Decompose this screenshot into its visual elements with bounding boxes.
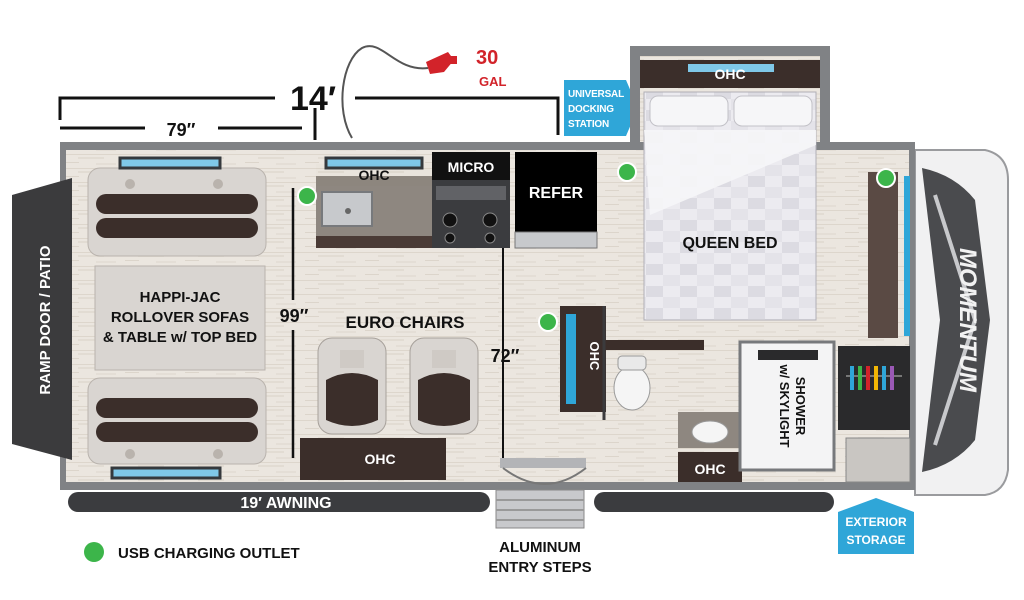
kitchen-width-label: 72″ (491, 346, 520, 366)
toilet (613, 355, 651, 411)
fuel-hose (341, 45, 429, 139)
queen-bed: OHC QUEEN BED (640, 60, 820, 321)
sofa-rear-bottom (87, 377, 267, 465)
docking-line-2: DOCKING (568, 104, 614, 115)
sofa-length-label: 79″ (167, 120, 196, 140)
docking-station-callout: UNIVERSAL DOCKING STATION (564, 80, 638, 136)
bath-partition: OHC (560, 306, 704, 420)
sofa-table-bed: HAPPI-JAC ROLLOVER SOFAS & TABLE w/ TOP … (94, 265, 266, 371)
front-cap: MOMENTUM (914, 149, 1009, 496)
usb-legend-label: USB CHARGING OUTLET (118, 545, 300, 562)
microwave-range[interactable]: MICRO (432, 152, 510, 248)
awning-label: 19′ AWNING (240, 495, 331, 512)
usb-outlet-bath (538, 312, 558, 332)
entry-steps-line-1: ALUMINUM (499, 539, 581, 556)
queen-bed-label: QUEEN BED (682, 235, 777, 252)
sofa-label-line-2: ROLLOVER SOFAS (111, 309, 249, 326)
fuel-amount: 30 (476, 47, 498, 69)
entry-steps-line-2: ENTRY STEPS (488, 559, 591, 576)
entry-steps[interactable] (495, 489, 585, 529)
ohc-bath-label: OHC (587, 342, 602, 372)
wardrobe (838, 346, 911, 483)
shower-line-2: w/ SKYLIGHT (777, 363, 792, 447)
sofa-label-line-1: HAPPI-JAC (140, 289, 221, 306)
sofa-label-line-3: & TABLE w/ TOP BED (103, 329, 257, 346)
ohc-vanity-label: OHC (694, 461, 725, 477)
awning: 19′ AWNING (68, 492, 834, 512)
micro-label: MICRO (448, 159, 495, 175)
kitchen-counter (316, 176, 432, 248)
skylight-rear-bottom (110, 466, 222, 480)
exterior-storage-callout: EXTERIOR STORAGE (838, 498, 914, 554)
dimension-overall (58, 96, 560, 140)
euro-chair-left (317, 337, 387, 435)
docking-line-1: UNIVERSAL (568, 89, 624, 100)
shower: SHOWER w/ SKYLIGHT (738, 340, 836, 472)
docking-line-3: STATION (568, 119, 609, 130)
usb-outlet-kitchen (297, 186, 317, 206)
refrigerator[interactable]: REFER (514, 152, 598, 249)
front-wall-cabinet (868, 172, 910, 338)
storage-line-1: EXTERIOR (845, 515, 907, 529)
euro-chair-right (409, 337, 479, 435)
interior-width-label: 99″ (280, 306, 309, 326)
shower-line-1: SHOWER (793, 377, 808, 436)
brand-logo: MOMENTUM (954, 248, 981, 393)
fuel-nozzle-icon (426, 52, 457, 74)
fuel-unit: GAL (479, 74, 507, 89)
skylight-rear-top (118, 156, 222, 170)
ramp-door[interactable]: RAMP DOOR / PATIO (12, 178, 72, 460)
bath-vanity: OHC (678, 412, 742, 482)
ramp-door-label: RAMP DOOR / PATIO (37, 245, 54, 395)
usb-legend-icon (84, 542, 104, 562)
ohc-bottom-label: OHC (364, 451, 395, 467)
legend: USB CHARGING OUTLET (84, 542, 300, 562)
ohc-cabinet-bottom: OHC (300, 438, 446, 480)
usb-outlet-front (876, 168, 896, 188)
usb-outlet-bed (617, 162, 637, 182)
overall-length-label: 14′ (290, 80, 336, 118)
entry-door[interactable] (500, 458, 587, 485)
ohc-bed-label: OHC (714, 66, 745, 82)
refer-label: REFER (529, 185, 584, 202)
ohc-kitchen-label: OHC (358, 167, 389, 183)
euro-chairs-label: EURO CHAIRS (345, 313, 464, 332)
kitchen-skylight (324, 156, 424, 170)
storage-line-2: STORAGE (846, 533, 905, 547)
sofa-rear-top (87, 167, 267, 257)
